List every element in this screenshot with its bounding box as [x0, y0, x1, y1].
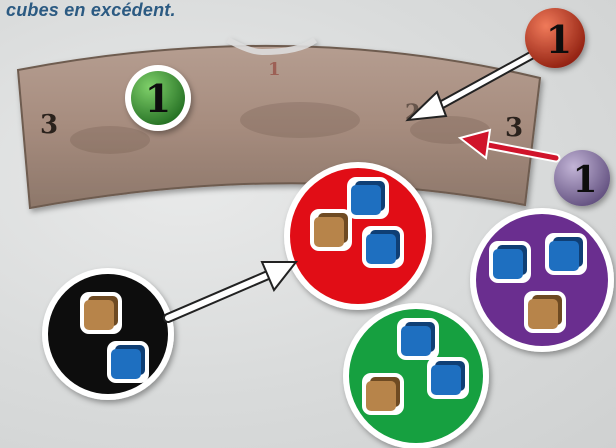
green-token[interactable]: 1	[125, 65, 191, 131]
brown-cube[interactable]	[362, 373, 404, 415]
blue-cube[interactable]	[545, 233, 587, 275]
track-number-1-center: 1	[268, 59, 281, 80]
red-cell[interactable]	[284, 162, 432, 310]
blue-cube[interactable]	[397, 318, 439, 360]
red-token-label: 1	[546, 17, 572, 62]
red-token[interactable]: 1	[525, 8, 585, 68]
cubes-layer	[80, 177, 587, 415]
purple-token[interactable]: 1	[554, 150, 610, 206]
purple-token-label: 1	[572, 159, 597, 201]
arrow-purple-to-track	[457, 128, 561, 163]
green-token-label: 1	[145, 76, 171, 121]
blue-cube[interactable]	[427, 357, 469, 399]
track-number-3-left: 3	[40, 110, 58, 140]
score-track: 3 3 2 1	[16, 37, 542, 210]
brown-cube[interactable]	[310, 209, 352, 251]
arrow-red-to-track	[405, 50, 537, 122]
track-number-3-right: 3	[505, 113, 523, 143]
blue-cube[interactable]	[489, 241, 531, 283]
blue-cube[interactable]	[347, 177, 389, 219]
blue-cube[interactable]	[362, 226, 404, 268]
caption-text: cubes en excédent.	[6, 0, 176, 20]
brown-cube[interactable]	[80, 292, 122, 334]
blue-cube[interactable]	[107, 341, 149, 383]
brown-cube[interactable]	[524, 291, 566, 333]
arrow-black-to-red	[163, 261, 299, 323]
